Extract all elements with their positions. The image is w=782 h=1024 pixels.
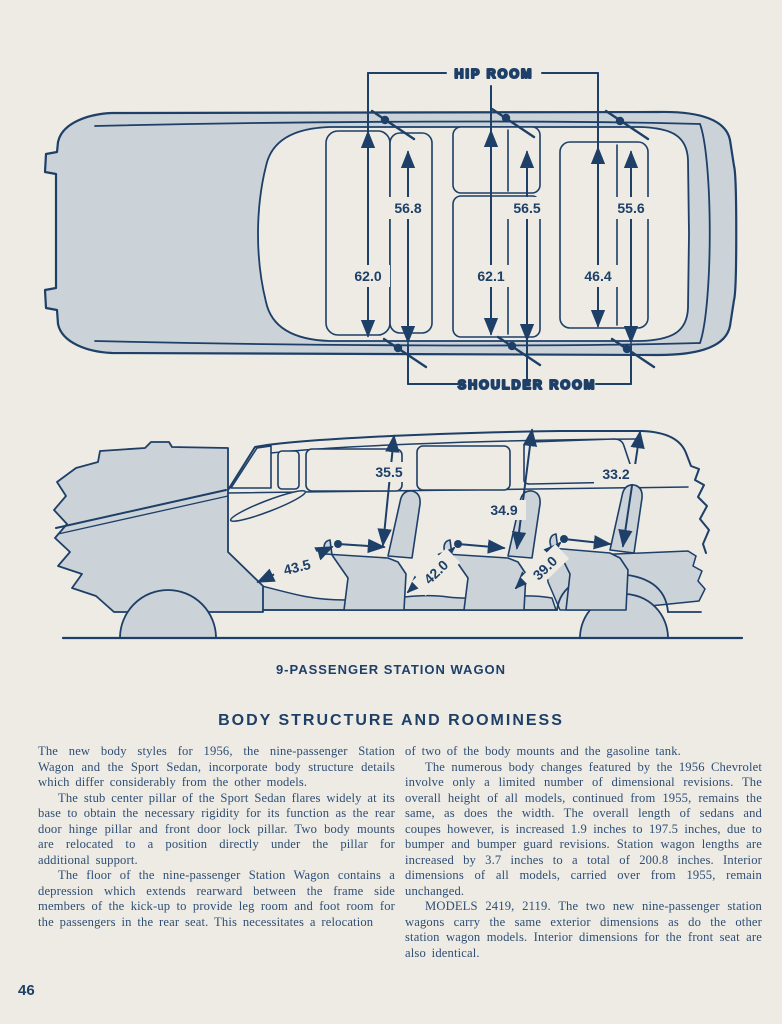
paragraph: MODELS 2419, 2119. The two new nine-pass… bbox=[405, 899, 762, 960]
hip-value-second: 62.1 bbox=[477, 268, 504, 284]
leg-room-dimensions: 43.5 42.0 39.0 bbox=[256, 541, 570, 596]
diagram-caption: 9-PASSENGER STATION WAGON bbox=[275, 662, 507, 677]
hip-room-label: HIP ROOM bbox=[455, 67, 534, 81]
left-column: The new body styles for 1956, the nine-p… bbox=[38, 744, 395, 961]
shoulder-value-third: 55.6 bbox=[617, 200, 644, 216]
page-number: 46 bbox=[18, 982, 35, 999]
shoulder-room-label: SHOULDER ROOM bbox=[458, 378, 597, 392]
right-column: of two of the body mounts and the gasoli… bbox=[405, 744, 762, 961]
head-room-front: 35.5 bbox=[375, 464, 402, 480]
head-room-dimensions: 35.5 34.9 33.2 bbox=[367, 428, 645, 550]
front-seat-plan bbox=[325, 130, 433, 336]
shoulder-room-dimensions: 56.8 56.5 55.6 bbox=[386, 150, 653, 385]
hip-value-third: 46.4 bbox=[584, 268, 611, 284]
hip-value-front: 62.0 bbox=[354, 268, 381, 284]
article-columns: The new body styles for 1956, the nine-p… bbox=[38, 744, 762, 961]
article-heading: BODY STRUCTURE AND ROOMINESS bbox=[218, 712, 564, 729]
hip-room-bracket: HIP ROOM bbox=[367, 66, 599, 82]
reference-ticks bbox=[370, 107, 656, 369]
paragraph: The numerous body changes featured by th… bbox=[405, 759, 762, 898]
shoulder-value-second: 56.5 bbox=[513, 200, 540, 216]
front-clip-section bbox=[53, 441, 264, 613]
shoulder-value-front: 56.8 bbox=[394, 200, 421, 216]
shoulder-room-bracket: SHOULDER ROOM bbox=[407, 377, 632, 393]
steering-wheel bbox=[229, 490, 307, 522]
windows bbox=[230, 438, 635, 492]
hip-room-dimensions: 62.0 62.1 46.4 bbox=[346, 72, 620, 338]
paragraph: The stub center pillar of the Sport Seda… bbox=[38, 790, 395, 867]
head-room-third: 33.2 bbox=[602, 466, 629, 482]
steering-column bbox=[55, 489, 307, 535]
paragraph: The floor of the nine-passenger Station … bbox=[38, 868, 395, 929]
side-view-diagram: 35.5 34.9 33.2 43.5 42.0 39.0 bbox=[53, 428, 744, 640]
rear-door-window bbox=[416, 445, 511, 491]
third-seat-plan bbox=[559, 141, 649, 329]
leg-room-front: 43.5 bbox=[282, 556, 313, 578]
top-view-diagram: 62.0 62.1 46.4 56.8 56.5 55.6 bbox=[43, 66, 738, 393]
paragraph: of two of the body mounts and the gasoli… bbox=[405, 744, 681, 758]
windshield bbox=[230, 445, 272, 489]
front-seat-profile bbox=[323, 490, 421, 611]
head-room-second: 34.9 bbox=[490, 502, 517, 518]
front-wheel bbox=[119, 589, 217, 639]
hip-point-markers bbox=[334, 535, 612, 554]
vent-window bbox=[277, 450, 300, 490]
paragraph: The new body styles for 1956, the nine-p… bbox=[38, 744, 395, 789]
